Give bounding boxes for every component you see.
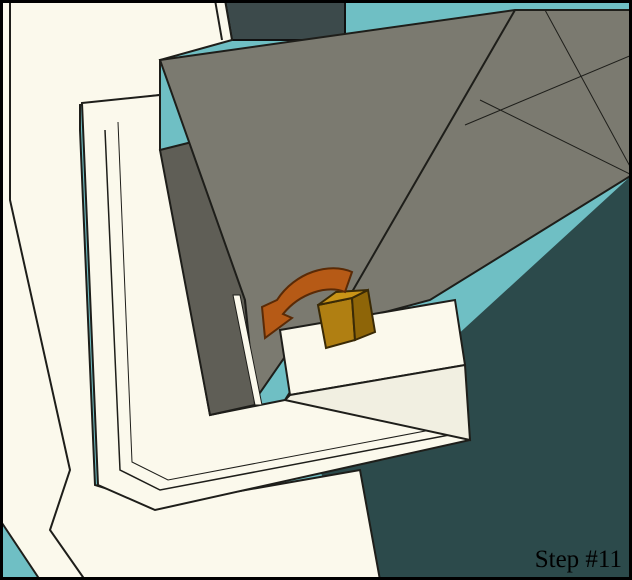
back-post	[225, 0, 345, 40]
step-label: Step #11	[535, 547, 622, 572]
